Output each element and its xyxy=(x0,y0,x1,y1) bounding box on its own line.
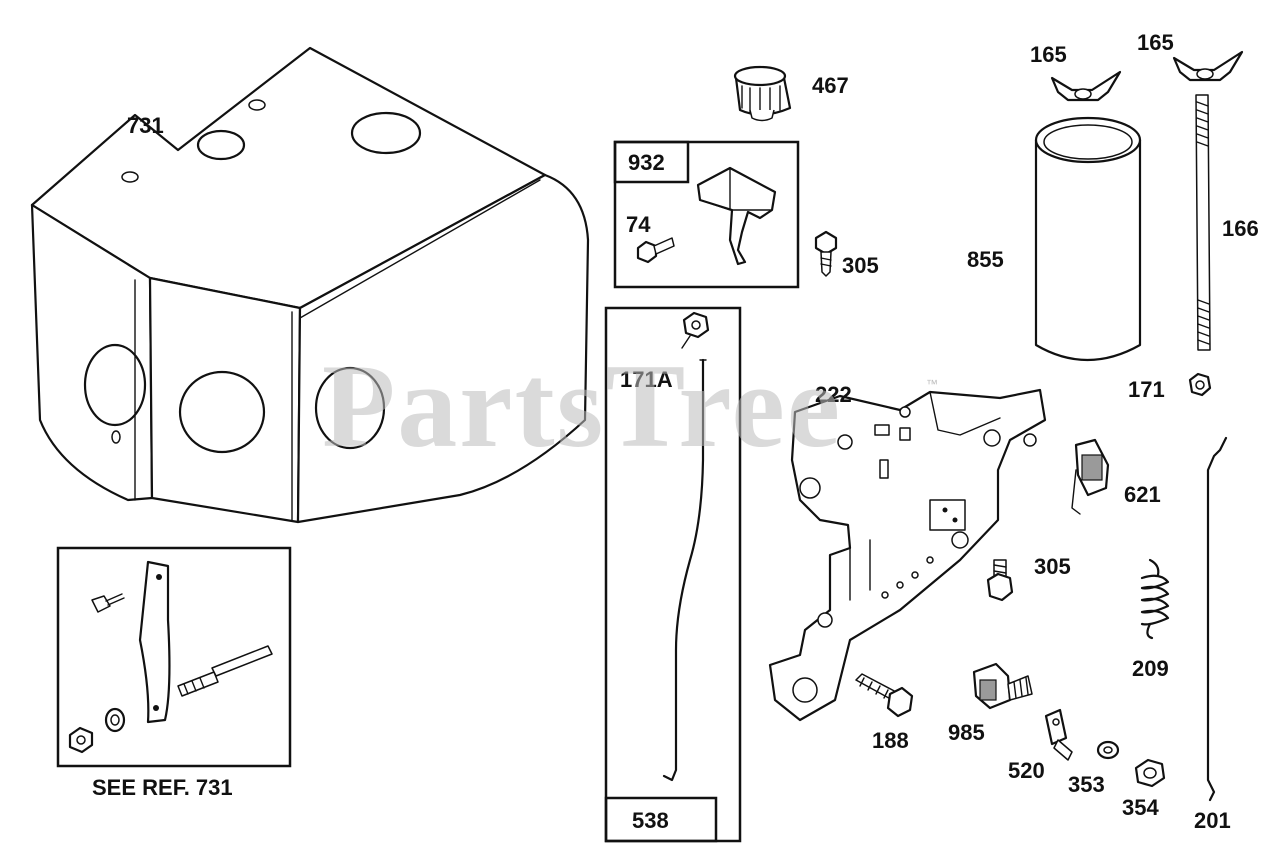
label-165-right: 165 xyxy=(1137,30,1174,55)
label-353: 353 xyxy=(1068,772,1105,797)
label-171a: 171A xyxy=(620,367,673,392)
screw-305-upper[interactable] xyxy=(814,230,838,277)
inset-box xyxy=(56,546,292,768)
label-467: 467 xyxy=(812,73,849,98)
nut-171a[interactable] xyxy=(682,311,710,339)
label-171: 171 xyxy=(1128,377,1165,402)
control-bracket-222[interactable] xyxy=(768,388,1047,722)
washer-353[interactable] xyxy=(1096,740,1120,760)
label-538: 538 xyxy=(632,808,669,833)
nut-354[interactable] xyxy=(1134,758,1166,788)
watermark: PartsTree xyxy=(322,339,842,472)
leader-171a xyxy=(681,335,691,349)
label-305-lower: 305 xyxy=(1034,554,1071,579)
label-209: 209 xyxy=(1132,656,1169,681)
screw-305-lower[interactable] xyxy=(986,559,1014,602)
nut-171[interactable] xyxy=(1188,372,1212,397)
label-188: 188 xyxy=(872,728,909,753)
spring-209[interactable] xyxy=(1140,558,1170,640)
label-621: 621 xyxy=(1124,482,1161,507)
label-201: 201 xyxy=(1194,808,1231,833)
link-rod-201[interactable] xyxy=(1206,436,1228,802)
kit-box-932 xyxy=(613,140,800,289)
inset-caption: SEE REF. 731 xyxy=(92,775,233,800)
label-74: 74 xyxy=(626,212,651,237)
label-932: 932 xyxy=(628,150,665,175)
label-354: 354 xyxy=(1122,795,1159,820)
clip-621[interactable] xyxy=(1071,438,1110,515)
wing-nut-165-right[interactable] xyxy=(1172,50,1244,82)
terminal-520[interactable] xyxy=(1044,708,1073,761)
inset-bolt xyxy=(91,593,125,613)
bracket-932[interactable] xyxy=(696,166,777,266)
inset-bracket xyxy=(138,560,171,724)
label-305-upper: 305 xyxy=(842,253,879,278)
label-985: 985 xyxy=(948,720,985,745)
inset-stud xyxy=(177,645,273,697)
label-855: 855 xyxy=(967,247,1004,272)
spacer-tube-855[interactable] xyxy=(1034,116,1142,361)
label-222: 222 xyxy=(815,382,852,407)
label-731: 731 xyxy=(127,113,164,138)
watermark-trademark: ™ xyxy=(926,377,938,391)
kit-box-538 xyxy=(604,306,742,843)
governor-rod-538[interactable] xyxy=(662,358,707,782)
label-520: 520 xyxy=(1008,758,1045,783)
stud-166[interactable] xyxy=(1195,94,1211,351)
screw-74[interactable] xyxy=(636,237,675,264)
switch-985[interactable] xyxy=(972,662,1033,710)
label-166: 166 xyxy=(1222,216,1259,241)
wing-nut-165-left[interactable] xyxy=(1050,70,1122,102)
label-165-left: 165 xyxy=(1030,42,1067,67)
cap-467[interactable] xyxy=(733,65,792,122)
blower-housing-731[interactable] xyxy=(30,46,590,524)
bolt-188[interactable] xyxy=(855,673,914,718)
